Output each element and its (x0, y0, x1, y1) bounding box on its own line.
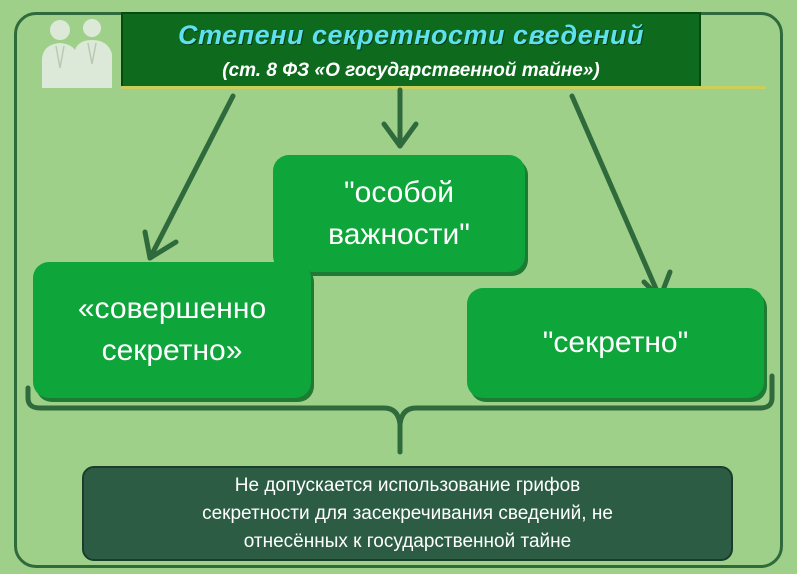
note-line: секретности для засекречивания сведений,… (202, 502, 613, 524)
note-line: отнесённых к государственной тайне (243, 530, 572, 552)
level-label-line: "секретно" (542, 326, 689, 359)
arrow-to-sovershenno (147, 93, 236, 261)
note-line: Не допускается использование грифов (234, 474, 581, 496)
level-box-osoboy-vazhnosti: "особой важности" (273, 155, 525, 272)
arrow-head-center-icon (381, 121, 419, 149)
level-label-line: важности" (328, 217, 470, 251)
diagram-title: Степени секретности сведений (177, 20, 645, 50)
header-underline (121, 86, 766, 89)
arrow-to-sekretno (569, 93, 663, 301)
level-box-sekretno: "секретно" (467, 288, 764, 398)
restriction-note: Не допускается использование грифов секр… (82, 466, 733, 561)
level-label-line: секретно» (101, 334, 243, 367)
level-box-sovershenno-sekretno: «совершенно секретно» (33, 262, 311, 398)
grouping-brace (25, 373, 775, 455)
arrow-head-left-icon (142, 229, 179, 261)
diagram-subtitle: (ст. 8 ФЗ «О государственной тайне») (222, 60, 600, 81)
level-label-line: "особой (344, 175, 454, 209)
level-label-line: «совершенно (77, 292, 267, 325)
people-silhouette-icon (42, 19, 112, 88)
